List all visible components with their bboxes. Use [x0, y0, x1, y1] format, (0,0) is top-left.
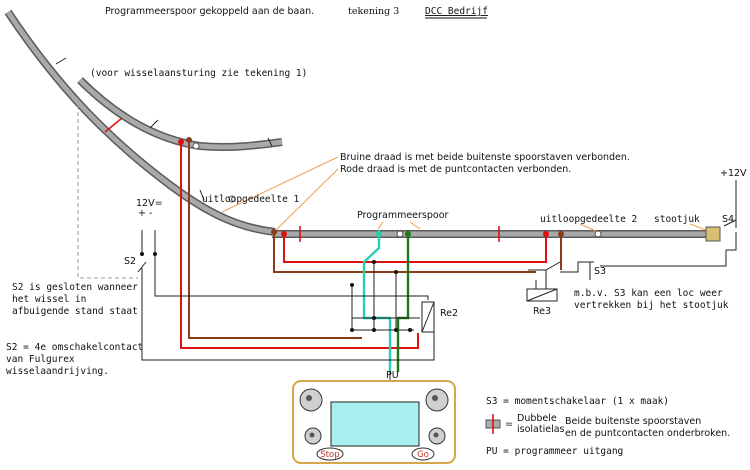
legend-broken-line2: en de puntcontacten onderbroken. [565, 428, 730, 439]
legend-iso-line2: isolatielas [517, 424, 565, 435]
label-s2: S2 [124, 256, 136, 267]
label-uitloop2: uitloopgedeelte 2 [540, 214, 637, 225]
label-12v: 12V= [136, 198, 163, 209]
wire-s2-re2 [141, 268, 435, 361]
red-wire-note: Rode draad is met de puntcontacten verbo… [340, 164, 571, 175]
sleeper [55, 57, 67, 65]
track-curve-main-inner [5, 10, 276, 235]
controller-screen [330, 401, 420, 447]
s4-to-s3 [600, 250, 727, 267]
stop-button[interactable] [316, 447, 344, 461]
label-plus12v: +12V [720, 168, 747, 179]
re3-contact [528, 261, 561, 271]
dcc-controller: Stop Go [292, 380, 456, 464]
stop-label: Stop [320, 450, 339, 460]
s2-note-line1: S2 is gesloten wanneer [12, 282, 138, 293]
cyan-wire [362, 230, 392, 372]
label-s3: S3 [594, 266, 606, 277]
brown-wire-note: Bruine draad is met beide buitenste spoo… [340, 152, 630, 163]
go-label: Go [417, 450, 429, 460]
s2-note-line3: afbuigende stand staat [12, 306, 138, 317]
wires [77, 98, 737, 382]
label-uitloop1: uitloopgedeelte 1 [202, 194, 300, 205]
s3-note-line1: m.b.v. S3 kan een loc weer [574, 288, 723, 299]
s2-contact-line3: wisselaandrijving. [6, 366, 109, 377]
brown-wire-curve [188, 140, 362, 339]
relay-re2-diag [421, 301, 435, 333]
sleeper [149, 119, 159, 129]
wissel-note: (voor wisselaansturing zie tekening 1) [90, 68, 307, 79]
relay-re3-diag [526, 288, 558, 302]
red-wire-curve [180, 142, 419, 349]
s3-switch [586, 261, 594, 280]
legend-broken-line1: Beide buitenste spoorstaven [565, 416, 701, 427]
wire-12v-minus [154, 230, 429, 300]
brown-wire-straight [273, 232, 536, 273]
s2-switch [137, 261, 147, 273]
legend-iso-line1: Dubbele [517, 413, 557, 424]
track-layout [4, 9, 721, 242]
junctions [140, 252, 412, 332]
s4-switch [723, 219, 737, 227]
legend-s3: S3 = momentschakelaar (1 x maak) [486, 396, 669, 407]
s3-note-line2: vertrekken bij het stootjuk [574, 300, 729, 311]
mode-label: DCC Bedrijf [425, 6, 488, 17]
s2-note-line2: het wissel in [12, 294, 86, 305]
label-re2: Re2 [440, 308, 458, 319]
label-s4: S4 [722, 214, 734, 225]
red-wire-straight [283, 234, 547, 263]
label-plus-minus: + - [138, 208, 152, 219]
track-branch-inner [78, 78, 283, 150]
bumper-stootjuk [705, 226, 721, 242]
drawing-number: tekening 3 [348, 6, 399, 17]
sleeper [267, 137, 273, 147]
s4-wire [726, 232, 737, 251]
diagram-title: Programmeerspoor gekoppeld aan de baan. [105, 6, 314, 17]
label-prog-track: Programmeerspoor [357, 210, 449, 221]
legend: S3 = momentschakelaar (1 x maak) = Dubbe… [485, 396, 730, 457]
label-pu: PU [386, 370, 399, 381]
re2-grid [351, 285, 414, 331]
label-re3: Re3 [533, 306, 551, 317]
green-wire [396, 230, 410, 372]
isolation-joint [104, 117, 123, 133]
leaders [221, 156, 707, 232]
turnout-rod [77, 98, 138, 279]
sleeper [199, 189, 205, 201]
s2-contact-line1: S2 = 4e omschakelcontact [6, 342, 143, 353]
legend-pu: PU = programmeer uitgang [486, 446, 623, 457]
s2-contact-line2: van Fulgurex [6, 354, 75, 365]
s3-wiring [560, 261, 590, 273]
go-button[interactable] [411, 447, 435, 461]
legend-iso-eq: = [505, 419, 513, 430]
label-stootjuk: stootjuk [654, 214, 700, 225]
